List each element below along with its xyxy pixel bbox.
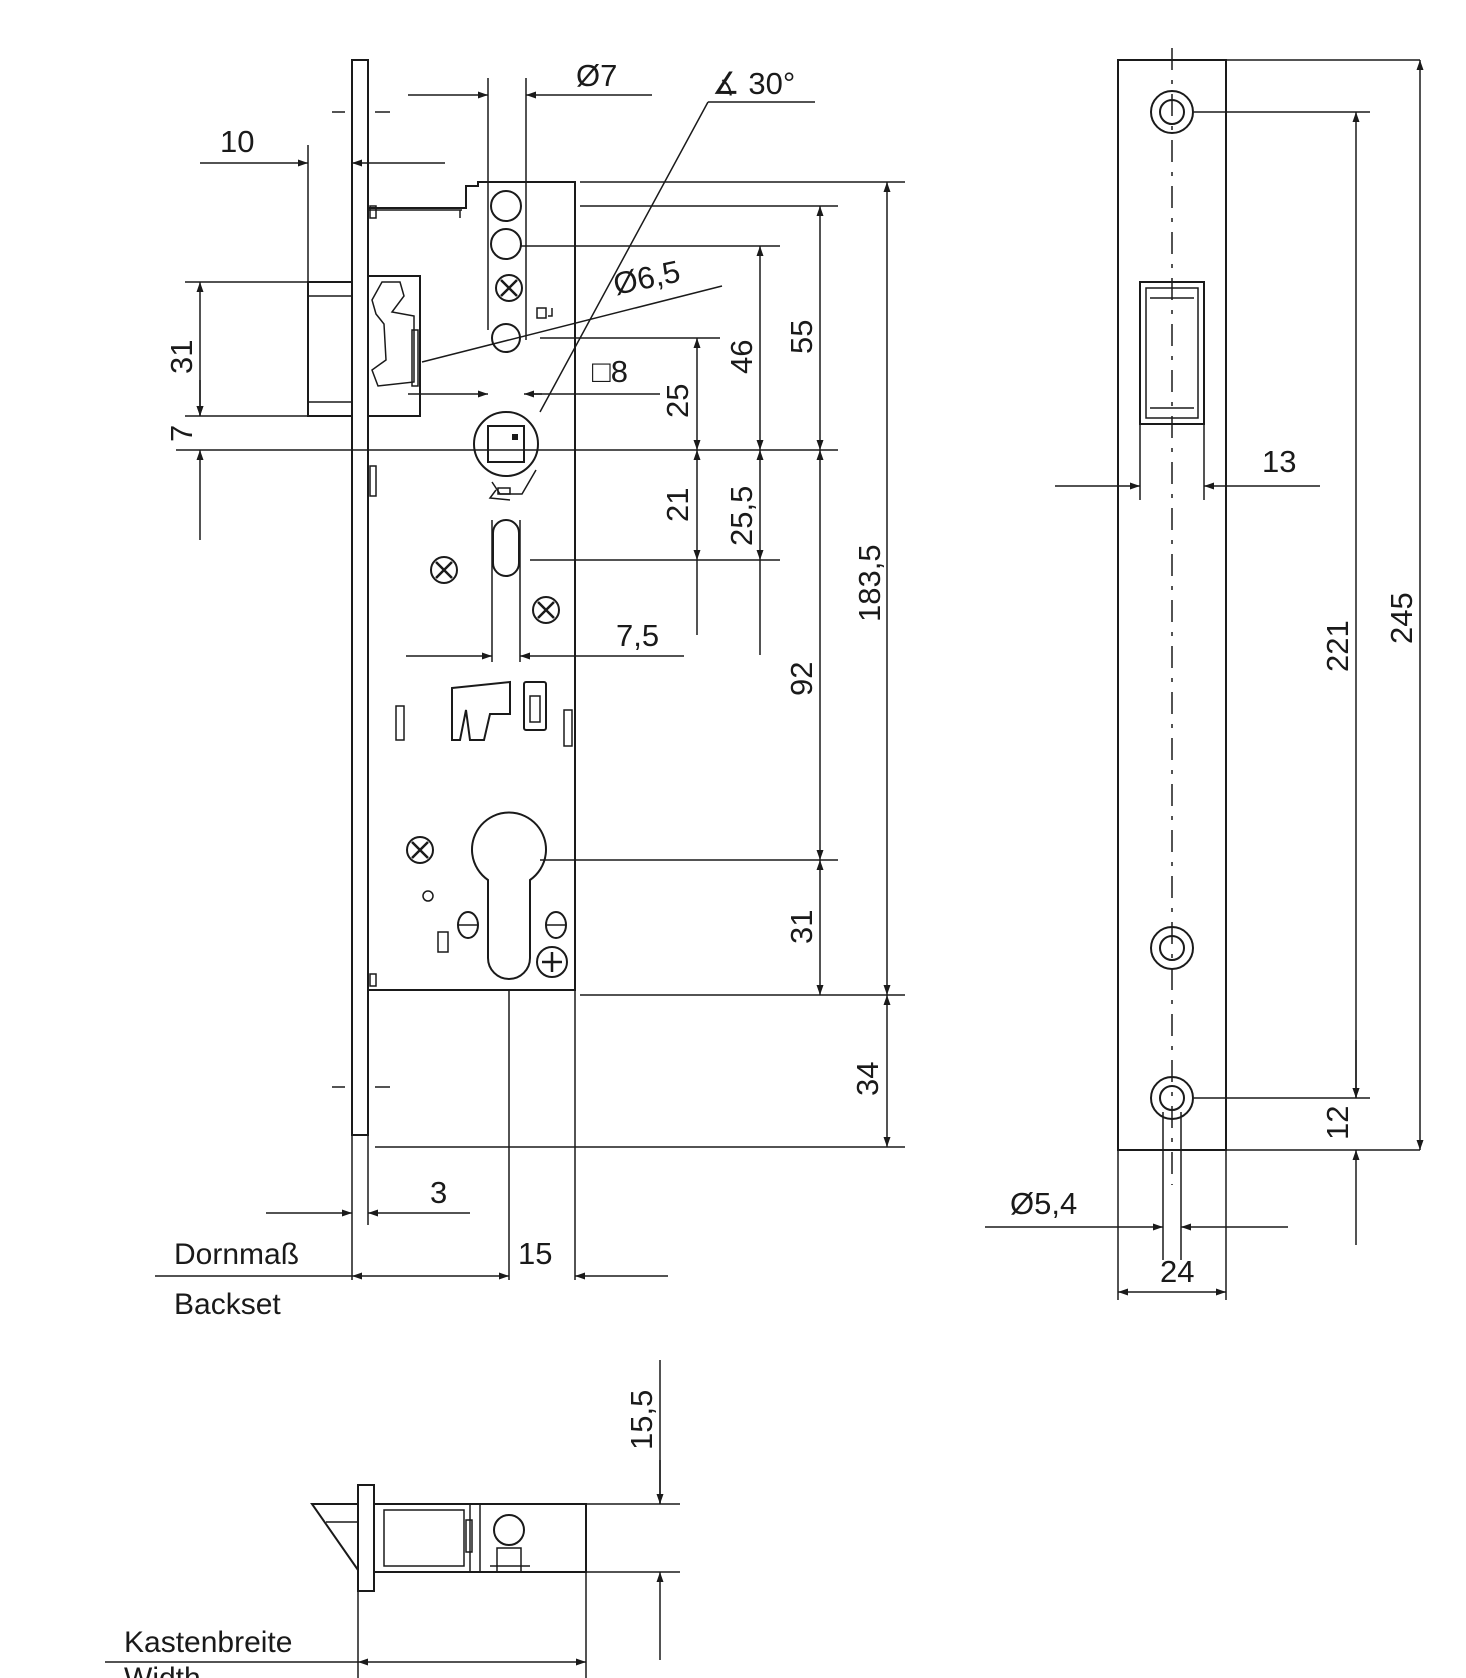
dim-pin-diameter: Ø7 [576, 58, 617, 93]
dim-25-5: 25,5 [724, 486, 759, 546]
front-faceplate [351, 59, 369, 1136]
cylinder-cutout [471, 811, 547, 980]
latch-bolt [307, 281, 353, 417]
screw-hole-icon [1150, 1076, 1194, 1120]
screw-icon [536, 946, 568, 978]
dim-square-spindle: □8 [592, 354, 628, 389]
dim-7-5: 7,5 [616, 618, 659, 653]
label-width-en: Width [124, 1662, 201, 1678]
screw-icon [430, 556, 458, 584]
label-backset-de: Dornmaß [174, 1238, 299, 1271]
dim-92: 92 [784, 662, 819, 696]
label-backset-en: Backset [174, 1288, 281, 1321]
dim-bolt-height: 31 [164, 340, 199, 374]
dim-bolt-projection: 10 [220, 124, 254, 159]
dim-faceplate-thickness: 3 [430, 1175, 447, 1210]
dim-12: 12 [1320, 1106, 1355, 1140]
front-view: Ø7 10 ∡ 30° Ø6,5 31 7 □8 25 21 [155, 58, 905, 1321]
spindle-hub [473, 411, 539, 477]
top-faceplate [357, 1484, 375, 1592]
side-view: 13 221 245 12 Ø5,4 24 [985, 48, 1424, 1300]
dim-34: 34 [850, 1062, 885, 1096]
dim-screw-hole-diameter: Ø5,4 [1010, 1186, 1077, 1221]
dim-221: 221 [1320, 620, 1355, 672]
dim-angle: ∡ 30° [712, 66, 795, 101]
dim-faceplate-width: 24 [1160, 1254, 1194, 1289]
dim-245: 245 [1384, 592, 1419, 644]
label-width-de: Kastenbreite [124, 1626, 292, 1659]
screw-icon [406, 836, 434, 864]
dim-183-5: 183,5 [852, 544, 887, 622]
dim-backset-15: 15 [518, 1236, 552, 1271]
screw-hole-icon [1150, 90, 1194, 134]
top-view: 15,5 Kastenbreite Width [105, 1360, 680, 1678]
lock-case [367, 181, 576, 991]
dim-15-5: 15,5 [624, 1390, 659, 1450]
dim-25: 25 [660, 384, 695, 418]
screw-icon [532, 596, 560, 624]
dim-21: 21 [660, 488, 695, 522]
screw-hole-icon [1150, 926, 1194, 970]
top-latch-tongue [310, 1503, 359, 1571]
dim-bolt-offset: 7 [164, 425, 199, 442]
dim-13: 13 [1262, 444, 1296, 479]
dim-55: 55 [784, 320, 819, 354]
dim-46: 46 [724, 340, 759, 374]
dim-31-cylinder: 31 [784, 910, 819, 944]
